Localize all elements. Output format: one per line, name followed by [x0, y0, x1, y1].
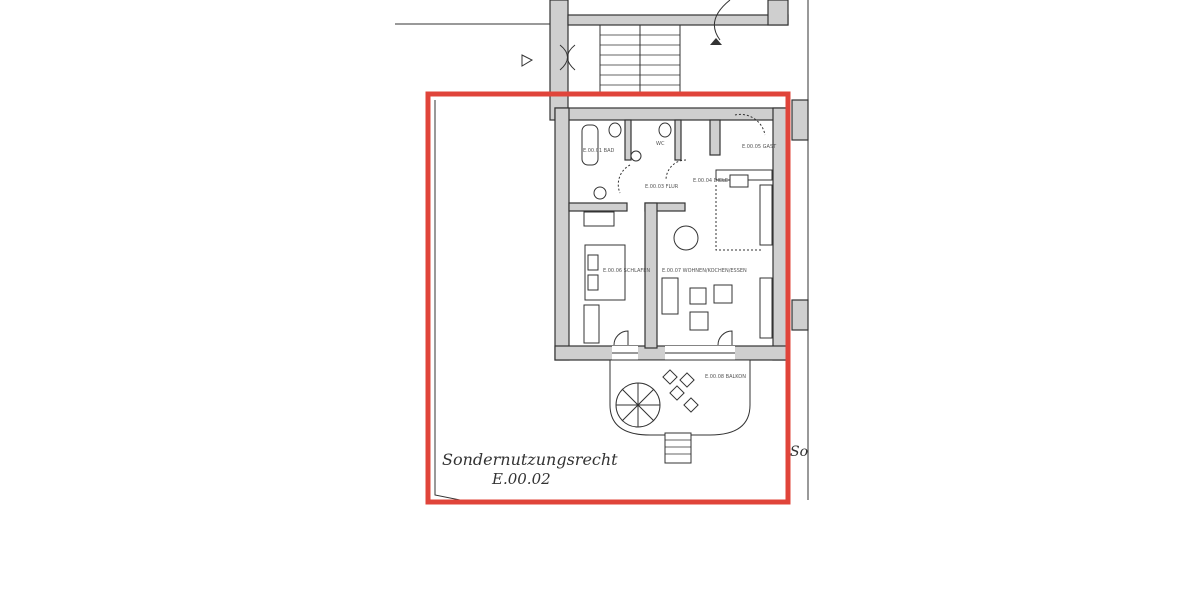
room-label-gast: E.00.05 GAST	[742, 144, 777, 150]
room-label-schlafen: E.00.06 SCHLAFEN	[603, 268, 650, 274]
room-label-balkon: E.00.08 BALKON	[705, 374, 746, 380]
annotation-line2: E.00.02	[491, 470, 551, 488]
balcony	[609, 359, 751, 464]
room-label-bad: E.00.01 BAD	[583, 148, 615, 154]
upper-building-context	[395, 0, 809, 500]
annotation-line1: Sondernutzungsrecht	[442, 450, 618, 469]
highlight-rectangle	[425, 91, 791, 505]
furniture	[581, 122, 773, 344]
annotation-edge-text: So	[790, 444, 808, 460]
room-label-diele: E.00.04 DIELE	[693, 178, 728, 184]
room-label-wc: WC	[656, 141, 665, 147]
door-swings	[613, 113, 766, 346]
apartment-walls	[554, 107, 788, 361]
room-label-flur: E.00.03 FLUR	[645, 184, 679, 190]
room-label-wohnen: E.00.07 WOHNEN/KOCHEN/ESSEN	[662, 268, 747, 274]
